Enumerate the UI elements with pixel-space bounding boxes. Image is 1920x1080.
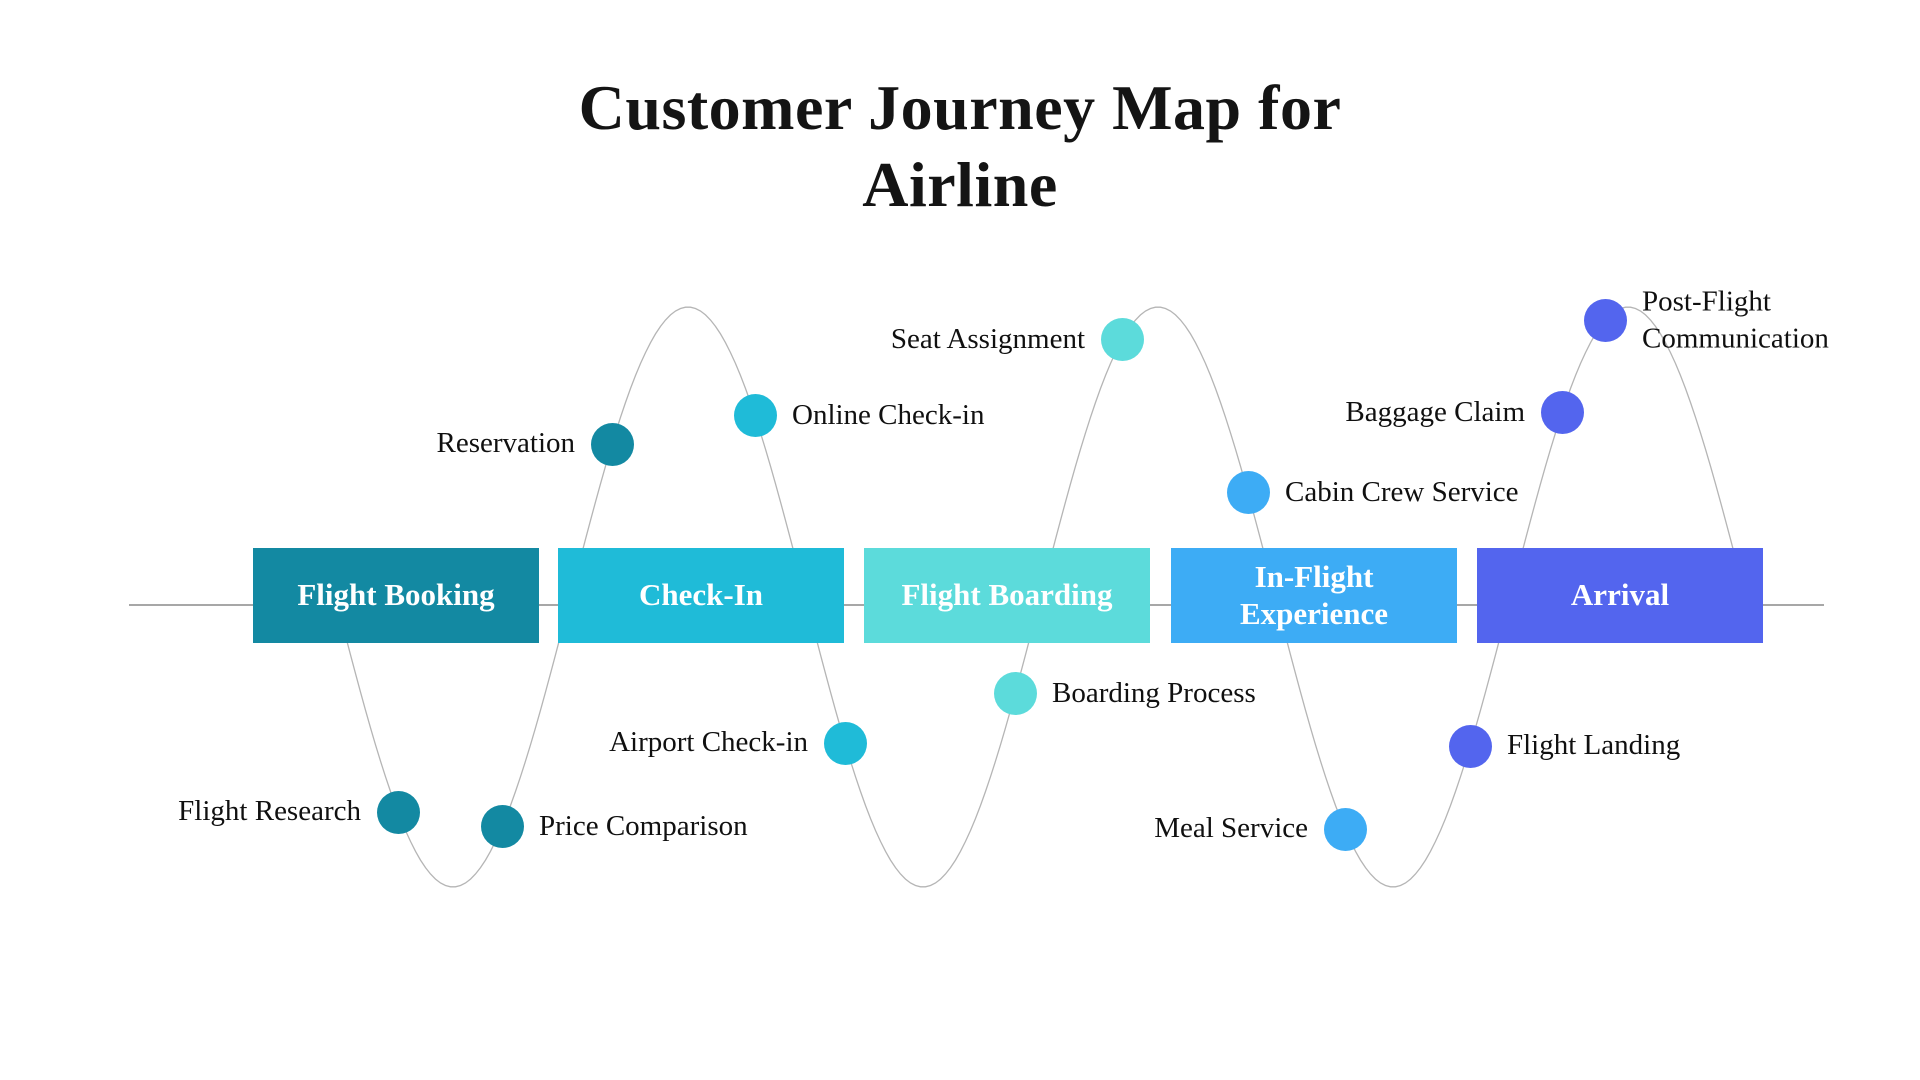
stage-label: In-Flight Experience	[1239, 558, 1389, 631]
touchpoint-label-flight-landing: Flight Landing	[1507, 729, 1681, 762]
touchpoint-dot-flight-research	[376, 790, 420, 834]
touchpoint-label-seat-assignment: Seat Assignment	[890, 323, 1085, 356]
touchpoint-dot-seat-assignment	[1100, 318, 1144, 362]
touchpoint-label-price-comparison: Price Comparison	[539, 810, 748, 843]
stage-label: Flight Booking	[297, 577, 495, 613]
touchpoint-label-post-flight-communication: Post-Flight Communication	[1642, 284, 1829, 355]
touchpoint-dot-boarding-process	[993, 672, 1037, 716]
touchpoint-dot-reservation	[590, 422, 634, 466]
touchpoint-label-cabin-crew-service: Cabin Crew Service	[1285, 475, 1519, 508]
stage-box-check-in: Check-In	[558, 548, 844, 643]
touchpoint-dot-flight-landing	[1448, 724, 1492, 768]
touchpoint-dot-airport-check-in	[823, 721, 867, 765]
touchpoint-label-reservation: Reservation	[436, 427, 575, 460]
stage-box-arrival: Arrival	[1477, 548, 1763, 643]
page-title: Customer Journey Map for Airline	[0, 70, 1920, 224]
stage-label: Flight Boarding	[901, 577, 1113, 613]
touchpoint-label-airport-check-in: Airport Check-in	[609, 726, 808, 759]
touchpoint-dot-post-flight-communication	[1583, 299, 1627, 343]
stage-label: Check-In	[638, 577, 763, 613]
touchpoint-label-boarding-process: Boarding Process	[1052, 677, 1256, 710]
stage-label: Arrival	[1570, 577, 1670, 613]
page-title-line2: Airline	[862, 148, 1058, 220]
touchpoint-dot-price-comparison	[480, 805, 524, 849]
touchpoint-label-baggage-claim: Baggage Claim	[1345, 395, 1525, 428]
touchpoint-label-meal-service: Meal Service	[1154, 812, 1308, 845]
stage-box-in-flight-experience: In-Flight Experience	[1171, 548, 1457, 643]
stage-box-flight-booking: Flight Booking	[253, 548, 539, 643]
touchpoint-dot-cabin-crew-service	[1226, 471, 1270, 515]
touchpoint-dot-baggage-claim	[1540, 391, 1584, 435]
touchpoint-label-online-check-in: Online Check-in	[792, 398, 985, 431]
touchpoint-dot-online-check-in	[733, 394, 777, 438]
touchpoint-label-flight-research: Flight Research	[178, 795, 361, 828]
stage-box-flight-boarding: Flight Boarding	[864, 548, 1150, 643]
page-title-line1: Customer Journey Map for	[578, 72, 1342, 143]
touchpoint-dot-meal-service	[1323, 807, 1367, 851]
